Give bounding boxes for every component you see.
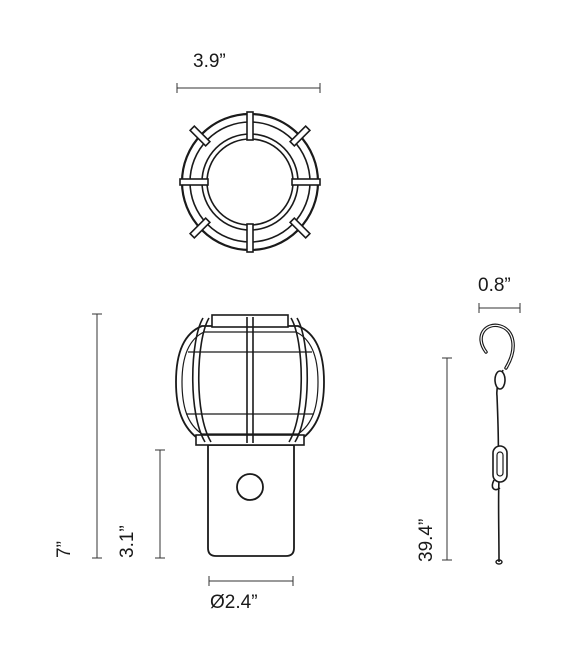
total-height-label: 7”: [54, 541, 75, 558]
cable-length-label: 39.4”: [416, 519, 437, 562]
hook-view: 0.8” 39.4”: [416, 275, 521, 565]
hook-width-label: 0.8”: [478, 275, 511, 296]
top-view: 3.9”: [176, 51, 321, 253]
base-diameter-label: Ø2.4”: [210, 592, 258, 613]
side-view: 7” 3.1” Ø2.4”: [54, 313, 325, 613]
base-height-label: 3.1”: [117, 525, 138, 558]
switch-button: [236, 473, 264, 501]
top-width-label: 3.9”: [193, 51, 226, 72]
